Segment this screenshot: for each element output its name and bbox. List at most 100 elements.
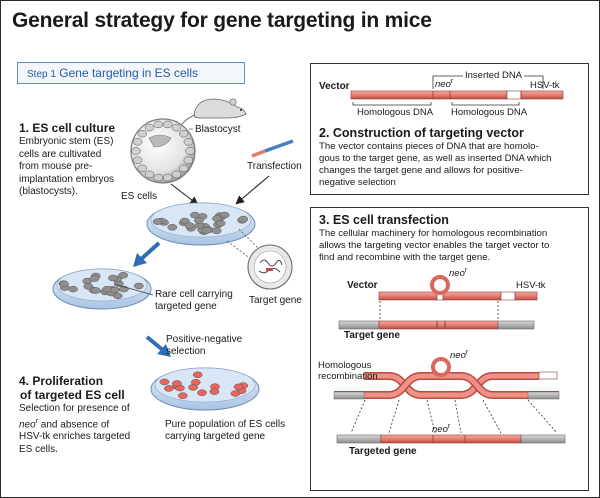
targeted-cell [164,385,174,392]
section4-body: Selection for presence of neor and absen… [19,403,169,456]
targeted-cell [159,378,170,386]
pos-neg-line: Positive-negative [166,334,243,345]
es-cell [133,282,144,290]
section1-line: (blastocysts). [19,186,78,197]
es-cell [59,280,69,288]
blastocyst-cell [144,123,155,132]
figure-title: General strategy for gene targeting in m… [12,9,432,32]
pos-neg-line: selection [166,346,206,357]
recombination-neo-label: neor [450,349,468,361]
vector-panel [310,63,589,195]
blastocyst-cell [162,120,173,129]
blastocyst-cell [132,138,143,146]
transfection-neo-label: neor [449,267,467,279]
es-cell [238,215,249,223]
blastocyst-cell [153,120,164,129]
es-cells-label: ES cells [121,191,158,202]
section1-heading: 1. ES cell culture [19,121,116,135]
section3-heading: 3. ES cell transfection [319,213,449,227]
blastocyst-label: Blastocyst [195,124,241,135]
targeted-neo-text: neo [432,424,448,436]
section4-heading-2: of targeted ES cell [20,388,125,402]
section1-line: cells are cultivated [19,148,102,160]
es-cell [184,222,195,229]
pure-line: carrying targeted gene [165,431,266,442]
es-cell [194,217,204,224]
target-gene-label: Target gene [249,295,302,306]
targeted-gene-label: Targeted gene [349,446,417,457]
section1-line: from mouse pre- [19,161,93,172]
targeted-cell [188,384,198,391]
pure-population-dish [150,367,260,411]
section2-line: negative selection [319,177,396,188]
es-cell [118,272,129,279]
targeted-cell [233,383,244,391]
section2-heading: 2. Construction of targeting vector [319,126,524,140]
blastocyst-cell [162,173,173,182]
blastocyst-cell [171,123,182,132]
transfection-target-gene-label: Target gene [344,330,400,341]
target-gene-circle [247,244,293,290]
section1-line: Embryonic stem (ES) [19,136,114,147]
transfection-vector-label: Vector [347,280,378,291]
section3-line: allows the targeting vector enables the … [319,240,550,251]
es-cell [167,224,178,231]
transfection-neo-sup: r [464,267,468,274]
es-cell [108,274,118,282]
section3-line: find and recombine with the target gene. [319,252,491,263]
hsv-tk-label: HSV-tk [530,80,560,91]
positive-negative-label: Positive-negative selection [166,334,242,358]
section3: 3. ES cell transfection The cellular mac… [319,213,587,264]
rare-cell-line: Rare cell carrying [155,289,233,300]
arrow-to-rare-cell [133,241,161,267]
section4-heading-1: 4. Proliferation [19,374,104,388]
section1-body: Embryonic stem (ES) cells are cultivated… [19,136,159,199]
step1-box: Step 1 Gene targeting in ES cells [17,62,245,84]
pure-line: Pure population of ES cells [165,419,286,430]
neo-label-sup: r [450,78,454,85]
step1-label: Gene targeting in ES cells [59,66,199,80]
blastocyst-cell [178,129,189,138]
blastocyst-cell [131,147,141,155]
es-cell [68,285,78,293]
targeted-cell [192,371,203,379]
section4-line: HSV-tk enriches targeted [19,431,131,443]
homologous-dna-left: Homologous DNA [357,107,434,118]
es-cell [91,287,101,294]
homologous-recombination-label: Homologous recombination [318,360,378,382]
section4-line: ES cells. [19,443,58,455]
rare-cell-dish [52,268,152,310]
blastocyst-cell [132,156,143,164]
blastocyst-cell [183,156,194,164]
neo-text: neo [19,418,36,430]
blastocyst-cell [171,170,182,179]
inserted-dna-label: Inserted DNA [463,70,525,81]
rare-cell-label: Rare cell carrying targeted gene [155,289,233,313]
transfection-panel [310,207,589,491]
blastocyst-cell [153,173,164,182]
targeted-neo-sup: r [447,423,451,430]
homologous-dna-right: Homologous DNA [451,107,528,118]
es-cell [152,218,163,225]
es-cell [219,211,230,219]
neo-sup: r [35,417,39,425]
step1-prefix: Step 1 [27,69,56,80]
recombination-neo-sup: r [465,349,469,356]
neo-label-text: neo [435,79,451,91]
recombination-neo-text: neo [450,350,466,362]
targeted-cell [209,388,220,395]
blastocyst-cell [185,147,195,155]
es-cell [201,227,212,234]
blastocyst-cells [131,120,195,182]
blastocyst-cell [178,164,189,173]
blastocyst-cell [137,164,148,173]
section2-line: changes the target gene and allows for p… [319,165,523,176]
blastocyst-cell [137,129,148,138]
blastocyst-cell [144,170,155,179]
transfection-label: Transfection [247,161,302,172]
es-cell [211,227,222,235]
es-cell-dish [146,202,256,246]
es-cell [89,275,100,282]
rare-cell-line: targeted gene [155,301,217,312]
